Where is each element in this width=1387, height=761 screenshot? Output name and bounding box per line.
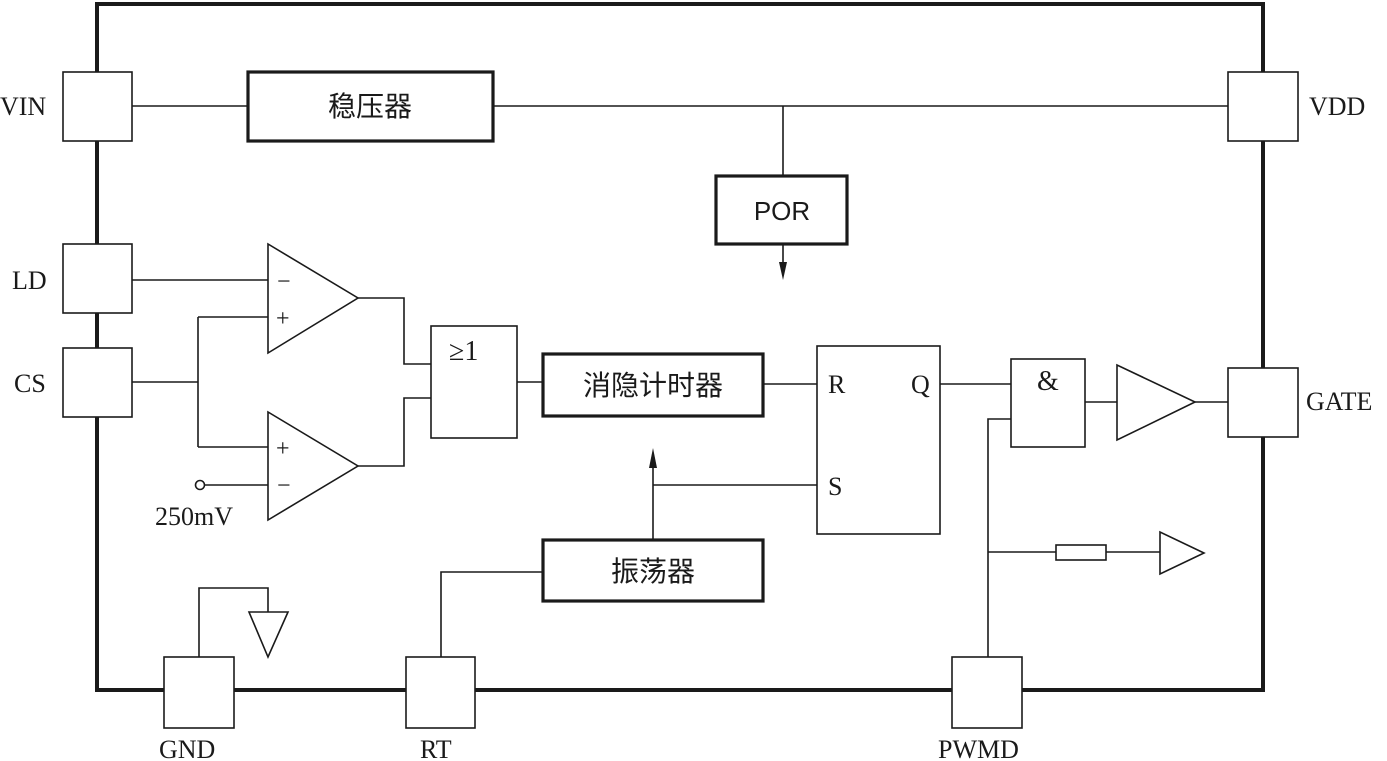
pin-box-vin bbox=[62, 71, 133, 142]
regulator-block bbox=[246, 70, 495, 143]
pin-box-gate bbox=[1227, 367, 1299, 438]
pin-label-pwmd: PWMD bbox=[938, 735, 1019, 761]
wires bbox=[132, 105, 1228, 657]
flipflop-q-label: Q bbox=[911, 370, 930, 399]
or-gate-label: ≥1 bbox=[449, 336, 478, 367]
or-gate bbox=[430, 325, 518, 439]
pin-label-ld: LD bbox=[12, 266, 47, 295]
arrows bbox=[649, 245, 787, 468]
pin-label-gate: GATE bbox=[1306, 387, 1372, 416]
ground-symbol bbox=[247, 611, 290, 660]
oscillator-to-timer-arrow bbox=[649, 448, 657, 468]
pin-label-vin: VIN bbox=[0, 92, 46, 121]
comparator-top bbox=[267, 242, 360, 355]
comparator-top-plus: + bbox=[276, 306, 290, 332]
pin-box-cs bbox=[62, 347, 133, 418]
flipflop-r-label: R bbox=[828, 370, 846, 399]
comparator-bottom-plus: + bbox=[276, 436, 290, 462]
pin-box-pwmd bbox=[951, 656, 1023, 729]
flipflop-s-label: S bbox=[828, 472, 842, 501]
pin-box-ld bbox=[62, 243, 133, 314]
blanking-timer-label: 消隐计时器 bbox=[583, 370, 723, 401]
por-output-arrow bbox=[779, 262, 787, 280]
regulator-label: 稳压器 bbox=[328, 91, 412, 122]
output-buffer bbox=[1116, 363, 1197, 442]
comparator-bottom bbox=[267, 410, 360, 522]
oscillator-block bbox=[541, 538, 765, 603]
pin-label-cs: CS bbox=[14, 369, 46, 398]
rs-flipflop bbox=[816, 345, 941, 535]
oscillator-label: 振荡器 bbox=[611, 556, 695, 587]
pwmd-resistor bbox=[1055, 544, 1107, 561]
por-block bbox=[714, 174, 849, 246]
comparator-bottom-minus: − bbox=[277, 473, 291, 499]
pwmd-buffer bbox=[1159, 530, 1206, 576]
reference-label: 250mV bbox=[155, 502, 233, 531]
por-label: POR bbox=[754, 196, 810, 226]
and-gate bbox=[1010, 358, 1086, 448]
pin-label-vdd: VDD bbox=[1309, 92, 1365, 121]
comparator-top-minus: − bbox=[277, 269, 291, 295]
pin-box-vdd bbox=[1227, 71, 1299, 142]
pin-box-rt bbox=[405, 656, 476, 729]
reference-node bbox=[194, 479, 206, 491]
pin-box-gnd bbox=[163, 656, 235, 729]
blanking-timer-block bbox=[541, 352, 765, 418]
pin-label-rt: RT bbox=[420, 735, 452, 761]
chip-outline bbox=[95, 2, 1265, 692]
pin-label-gnd: GND bbox=[159, 735, 215, 761]
and-gate-label: & bbox=[1037, 366, 1059, 397]
